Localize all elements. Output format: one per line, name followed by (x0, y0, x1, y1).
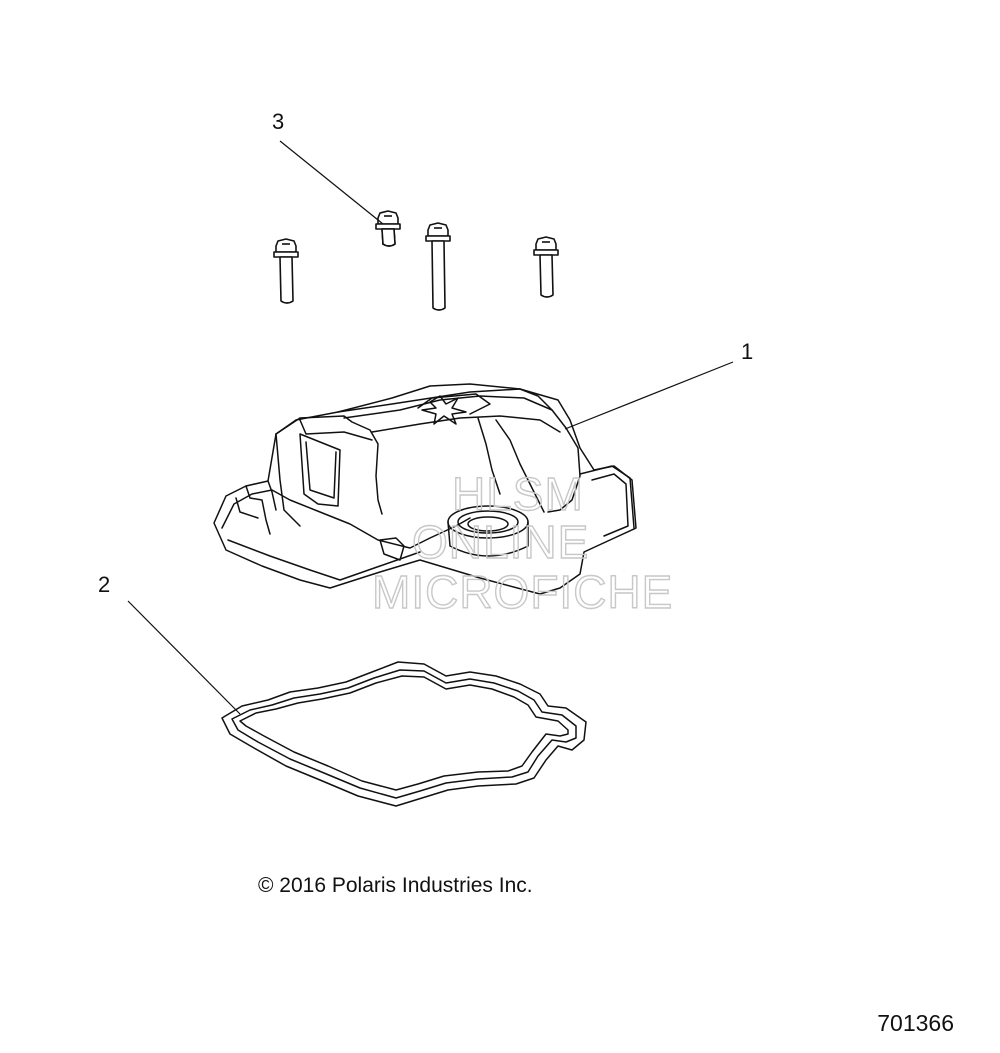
bolt-group (273, 210, 559, 311)
leader-lines (127, 140, 734, 715)
callout-2-label: 2 (98, 572, 110, 597)
watermark-line-1: HLSM (452, 468, 584, 520)
leader-line-1 (564, 361, 734, 430)
watermark: HLSM ONLINE MICROFICHE (371, 467, 673, 618)
figure-number: 701366 (877, 1010, 954, 1036)
leader-line-3 (279, 140, 384, 225)
leader-line-2 (127, 600, 241, 715)
valve-cover (213, 383, 637, 595)
bolt-3 (425, 222, 451, 311)
bolt-2-shank (381, 228, 396, 247)
bolt-1 (273, 238, 299, 304)
callout-3-label: 3 (272, 109, 284, 134)
gasket (221, 661, 587, 807)
bolt-4 (533, 236, 559, 298)
copyright-notice: © 2016 Polaris Industries Inc. (258, 874, 533, 897)
watermark-line-2: ONLINE (412, 516, 589, 568)
watermark-line-3: MICROFICHE (372, 566, 673, 618)
callout-1-label: 1 (741, 339, 753, 364)
